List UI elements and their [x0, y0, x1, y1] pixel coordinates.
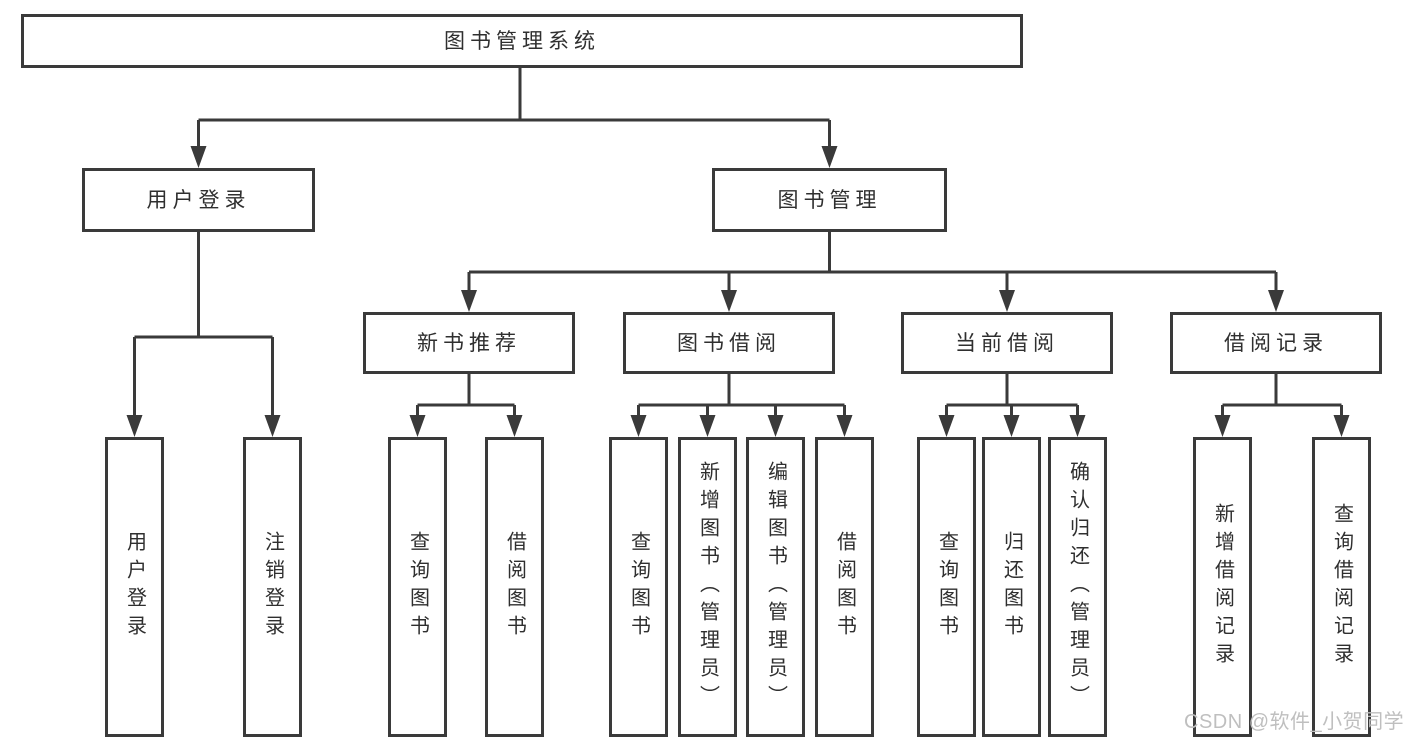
leaf-query-books-current-label: 查询图书: [935, 531, 958, 643]
leaf-add-book-admin: 新增图书（管理员）: [678, 437, 737, 737]
leaf-query-books-current: 查询图书: [917, 437, 976, 737]
leaf-logout: 注销登录: [243, 437, 302, 737]
leaf-query-books-borrow-label: 查询图书: [627, 531, 650, 643]
leaf-logout-label: 注销登录: [261, 531, 284, 643]
leaf-query-books-borrow: 查询图书: [609, 437, 668, 737]
node-book-management-label: 图书管理: [777, 188, 882, 212]
leaf-query-borrow-record-label: 查询借阅记录: [1330, 503, 1353, 671]
connector-book-borrow-children: [630, 374, 853, 437]
node-new-book-recommend-label: 新书推荐: [417, 331, 521, 355]
leaf-user-login-label: 用户登录: [123, 531, 146, 643]
leaf-borrow-books-recommend: 借阅图书: [485, 437, 544, 737]
connector-current-borrow-children: [938, 374, 1086, 437]
connector-root-to-level2: [190, 68, 838, 168]
leaf-borrow-books-label: 借阅图书: [833, 531, 856, 643]
leaf-borrow-books: 借阅图书: [815, 437, 874, 737]
leaf-return-book: 归还图书: [982, 437, 1041, 737]
leaf-edit-book-admin: 编辑图书（管理员）: [746, 437, 805, 737]
leaf-user-login: 用户登录: [105, 437, 164, 737]
leaf-query-borrow-record: 查询借阅记录: [1312, 437, 1371, 737]
leaf-borrow-books-recommend-label: 借阅图书: [503, 531, 526, 643]
leaf-edit-book-admin-label: 编辑图书（管理员）: [764, 461, 787, 713]
node-book-borrow-label: 图书借阅: [677, 331, 781, 355]
connector-book-management-children: [461, 232, 1284, 312]
node-library-system: 图书管理系统: [21, 14, 1023, 68]
leaf-add-book-admin-label: 新增图书（管理员）: [696, 461, 719, 713]
node-new-book-recommend: 新书推荐: [363, 312, 575, 374]
connector-new-book-children: [409, 374, 523, 437]
leaf-confirm-return-admin-label: 确认归还（管理员）: [1066, 461, 1089, 713]
node-user-login: 用户登录: [82, 168, 315, 232]
leaf-confirm-return-admin: 确认归还（管理员）: [1048, 437, 1107, 737]
leaf-add-borrow-record-label: 新增借阅记录: [1211, 503, 1234, 671]
node-library-system-label: 图书管理系统: [444, 29, 600, 53]
leaf-query-books-recommend-label: 查询图书: [406, 531, 429, 643]
node-borrow-records-label: 借阅记录: [1224, 331, 1328, 355]
connector-borrow-records-children: [1214, 374, 1350, 437]
node-current-borrow-label: 当前借阅: [955, 331, 1059, 355]
connector-user-login-children: [126, 232, 281, 437]
leaf-add-borrow-record: 新增借阅记录: [1193, 437, 1252, 737]
node-book-borrow: 图书借阅: [623, 312, 835, 374]
node-borrow-records: 借阅记录: [1170, 312, 1382, 374]
leaf-query-books-recommend: 查询图书: [388, 437, 447, 737]
node-current-borrow: 当前借阅: [901, 312, 1113, 374]
node-user-login-label: 用户登录: [146, 188, 251, 212]
watermark: CSDN @软件_小贺同学: [1184, 711, 1405, 733]
leaf-return-book-label: 归还图书: [1000, 531, 1023, 643]
node-book-management: 图书管理: [712, 168, 947, 232]
